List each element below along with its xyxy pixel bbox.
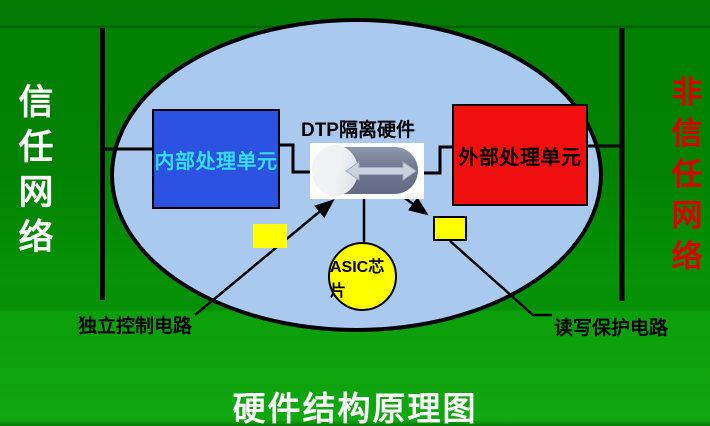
dtp-cylinder-panel: [310, 143, 424, 199]
trusted-network-label: 信任网络: [18, 83, 54, 257]
rw-circuit-node: [433, 216, 467, 241]
internal-processing-unit-box: 内部处理单元: [152, 109, 280, 209]
control-circuit-node: [253, 224, 287, 248]
rw-circuit-callout-line: [449, 240, 552, 317]
slide-title: 硬件结构原理图: [232, 390, 478, 426]
dtp-hardware-label: DTP隔离硬件: [300, 120, 415, 141]
control-circuit-label: 独立控制电路: [78, 316, 193, 337]
cylinder-to-external-link: [423, 145, 452, 175]
control-circuit-arrow-line: [194, 199, 335, 316]
asic-chip-node: ASIC芯片: [328, 242, 397, 311]
untrusted-network-label: 非信任网络: [671, 75, 703, 274]
internal-to-cylinder-link: [279, 143, 311, 174]
left-right-arrow-icon: [345, 161, 417, 181]
rw-circuit-label: 读写保护电路: [554, 318, 669, 339]
external-processing-unit-box: 外部处理单元: [452, 104, 588, 206]
